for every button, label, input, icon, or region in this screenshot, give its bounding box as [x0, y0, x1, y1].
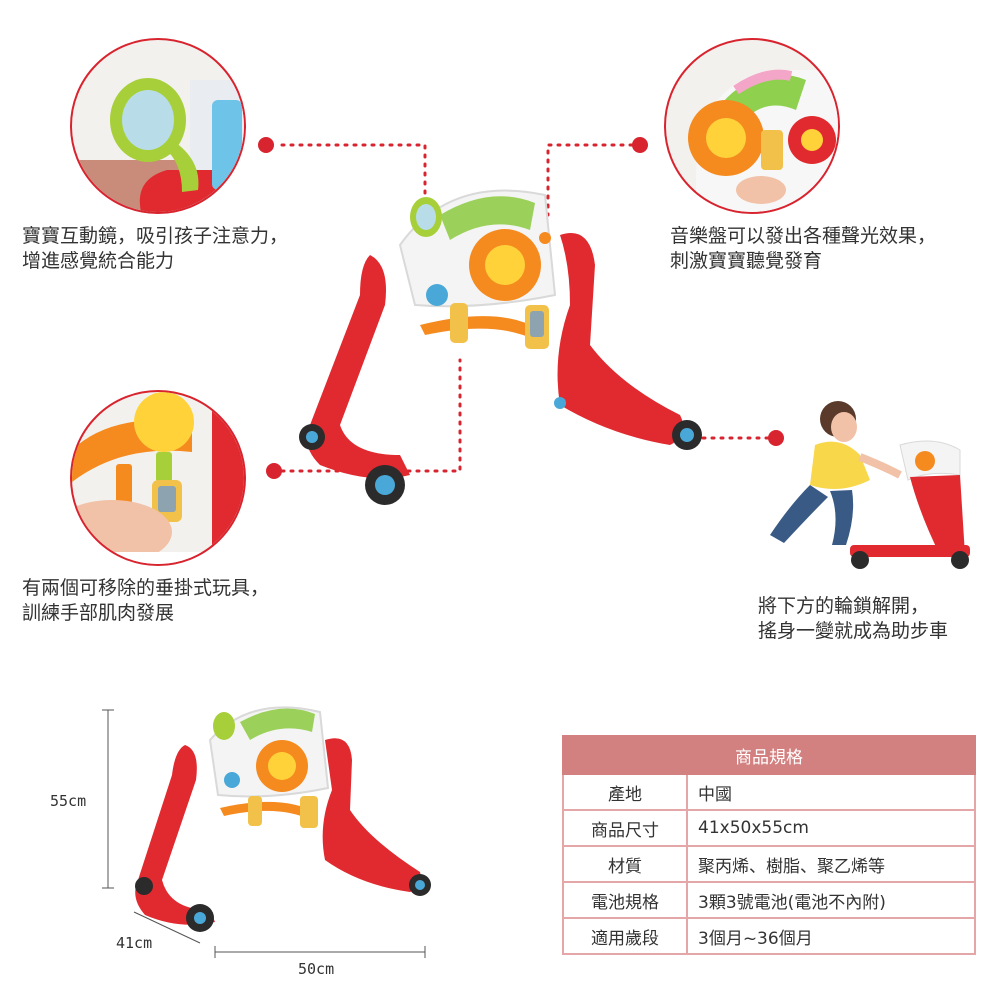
marker-dot-walker	[768, 430, 784, 446]
spec-table-title: 商品規格	[562, 735, 976, 775]
music-panel-photo-illustration	[688, 69, 838, 212]
detail-circle-mirror	[70, 38, 246, 214]
caption-hanging-toys: 有兩個可移除的垂掛式玩具， 訓練手部肌肉發展	[22, 576, 269, 626]
spec-row: 商品尺寸 41x50x55cm	[562, 809, 976, 847]
depth-dimension-label: 41cm	[116, 934, 153, 952]
marker-dot-music	[632, 137, 648, 153]
height-dimension-label: 55cm	[50, 792, 87, 810]
spec-label: 適用歲段	[562, 917, 688, 955]
detail-circle-music	[664, 38, 840, 214]
marker-dot-hanging-toys	[266, 463, 282, 479]
product-main-illustration	[299, 189, 702, 505]
spec-table: 商品規格 產地 中國 商品尺寸 41x50x55cm 材質 聚丙烯、樹脂、聚乙烯…	[562, 735, 976, 955]
spec-value: 3個月~36個月	[686, 917, 976, 955]
spec-value: 3顆3號電池(電池不內附)	[686, 881, 976, 919]
spec-label: 商品尺寸	[562, 809, 688, 847]
caption-mirror-line2: 增進感覺統合能力	[22, 250, 175, 272]
spec-row: 電池規格 3顆3號電池(電池不內附)	[562, 881, 976, 919]
spec-row: 適用歲段 3個月~36個月	[562, 917, 976, 955]
connector-hanging-toys	[280, 358, 462, 473]
spec-table-header-row: 商品規格	[562, 735, 976, 775]
caption-hanging-toys-line2: 訓練手部肌肉發展	[22, 602, 175, 624]
spec-row: 材質 聚丙烯、樹脂、聚乙烯等	[562, 845, 976, 883]
mirror-photo-illustration	[72, 78, 244, 212]
caption-music-line1: 音樂盤可以發出各種聲光效果，	[670, 225, 937, 247]
spec-label: 電池規格	[562, 881, 688, 919]
caption-walker: 將下方的輪鎖解開， 搖身一變就成為助步車	[758, 594, 948, 644]
dimension-illustration	[102, 706, 431, 958]
width-dimension-label: 50cm	[298, 960, 335, 978]
walker-mode-illustration	[770, 401, 970, 569]
caption-music-line2: 刺激寶寶聽覺發育	[670, 250, 823, 272]
connector-mirror	[280, 143, 427, 212]
spec-value: 聚丙烯、樹脂、聚乙烯等	[686, 845, 976, 883]
spec-row: 產地 中國	[562, 773, 976, 811]
caption-walker-line2: 搖身一變就成為助步車	[758, 620, 949, 642]
caption-music: 音樂盤可以發出各種聲光效果， 刺激寶寶聽覺發育	[670, 224, 936, 274]
caption-hanging-toys-line1: 有兩個可移除的垂掛式玩具，	[22, 577, 270, 599]
spec-value: 41x50x55cm	[686, 809, 976, 847]
marker-dot-mirror	[258, 137, 274, 153]
caption-walker-line1: 將下方的輪鎖解開，	[758, 595, 930, 617]
hanging-toys-photo-illustration	[72, 392, 244, 564]
connector-music	[546, 143, 634, 217]
spec-label: 產地	[562, 773, 688, 811]
spec-label: 材質	[562, 845, 688, 883]
caption-mirror: 寶寶互動鏡，吸引孩子注意力， 增進感覺統合能力	[22, 224, 288, 274]
detail-circle-hanging-toys	[70, 390, 246, 566]
caption-mirror-line1: 寶寶互動鏡，吸引孩子注意力，	[22, 225, 289, 247]
depth-dimension-line	[133, 911, 201, 944]
spec-value: 中國	[686, 773, 976, 811]
